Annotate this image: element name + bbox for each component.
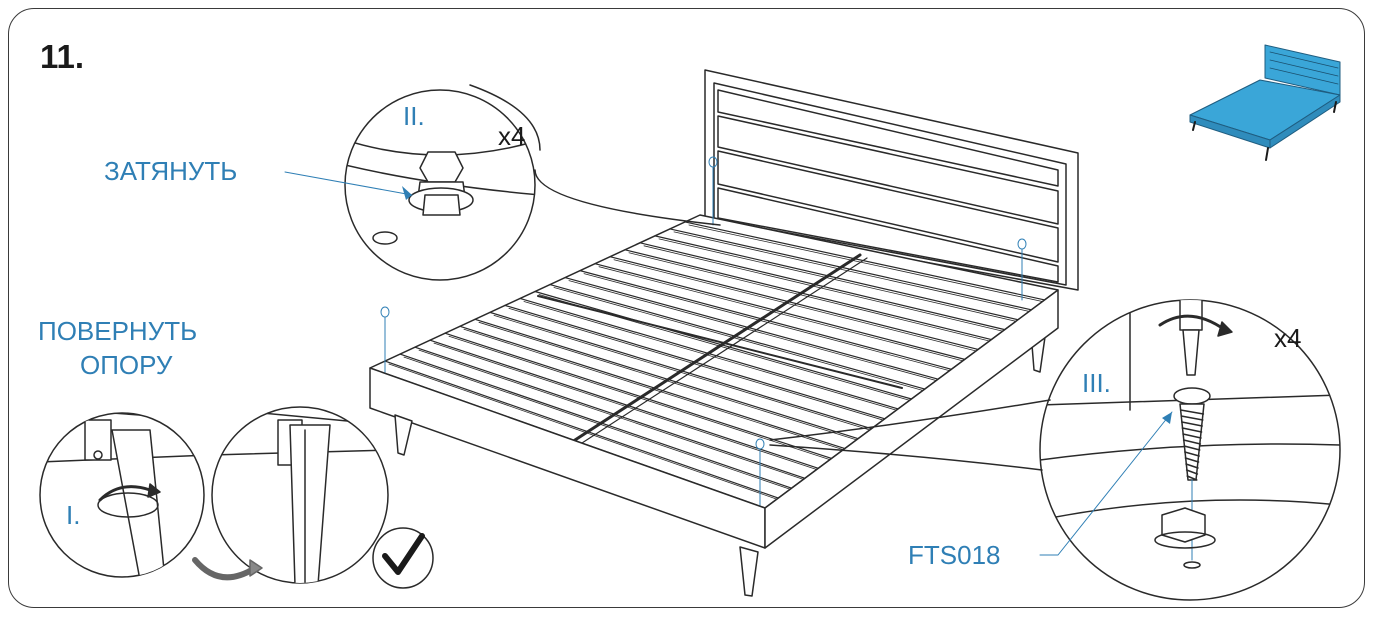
tighten-label: ЗАТЯНУТЬ xyxy=(104,156,238,186)
screw-thread xyxy=(1185,463,1199,469)
tighten-step-roman: II. xyxy=(403,101,425,131)
slat-edge xyxy=(688,224,1050,304)
screw-thread xyxy=(1184,451,1200,457)
bed-frame xyxy=(369,69,1079,597)
slat xyxy=(414,346,806,479)
screwdriver-icon xyxy=(1158,300,1233,376)
slat-edge xyxy=(628,252,996,343)
checkmark-icon xyxy=(372,527,434,589)
label-leaders xyxy=(284,171,1173,556)
slat xyxy=(639,242,1006,331)
rotate-leg-label-line2: ОПОРУ xyxy=(80,350,173,380)
nut-icon xyxy=(408,151,474,216)
screw-markers xyxy=(380,156,1027,506)
screw-part-code: FTS018 xyxy=(908,540,1001,570)
slat xyxy=(564,276,939,380)
step-number: 11. xyxy=(40,38,85,75)
screw-thread xyxy=(1181,421,1203,427)
rotate-leg-label-line1: ПОВЕРНУТЬ xyxy=(38,316,198,346)
slat-edge xyxy=(493,314,876,433)
slat-edge xyxy=(613,259,983,353)
page-frame xyxy=(8,8,1365,608)
screw-thread xyxy=(1180,415,1204,421)
slat xyxy=(609,256,979,351)
screw-thread xyxy=(1184,457,1200,463)
slat-edge xyxy=(658,238,1023,324)
callout-tighten-detail xyxy=(344,84,721,281)
front-leg-left xyxy=(394,414,413,456)
screw-thread xyxy=(1183,445,1201,451)
screw-thread xyxy=(1182,433,1202,439)
slat xyxy=(624,249,993,341)
slat-edge xyxy=(568,280,943,383)
screw-thread xyxy=(1186,475,1198,481)
slat xyxy=(579,270,953,370)
slat-edge xyxy=(463,328,850,452)
front-leg-front xyxy=(739,546,759,597)
callout-rotate-leg-detail xyxy=(39,406,434,589)
rotate-arrow-icon xyxy=(192,557,258,581)
tighten-quantity: x4 xyxy=(498,121,526,151)
callout-screw-detail xyxy=(769,299,1341,601)
screw-step-roman: III. xyxy=(1082,368,1111,398)
slat xyxy=(444,332,833,460)
slat-edge xyxy=(508,308,890,423)
slat xyxy=(549,283,926,390)
screw-quantity: x4 xyxy=(1274,323,1302,353)
slat xyxy=(399,353,793,489)
screw-thread xyxy=(1182,439,1202,445)
rotate-leg-step-roman: I. xyxy=(66,500,81,530)
slat-edge xyxy=(673,231,1036,314)
slat xyxy=(594,263,966,360)
slat-edge xyxy=(478,321,863,443)
screw-thread xyxy=(1185,469,1199,475)
slat-edge xyxy=(523,301,903,413)
slat xyxy=(459,325,846,450)
slat xyxy=(669,228,1032,311)
foot-rail xyxy=(764,289,1059,549)
bed-preview-icon xyxy=(1189,44,1341,161)
slat xyxy=(429,339,819,469)
slat-edge xyxy=(583,273,956,373)
screw-thread xyxy=(1179,409,1205,415)
slat xyxy=(384,360,779,499)
slat-edge xyxy=(598,266,970,363)
slat-edge xyxy=(643,245,1010,334)
screw-thread xyxy=(1181,427,1203,433)
slat xyxy=(684,221,1046,301)
